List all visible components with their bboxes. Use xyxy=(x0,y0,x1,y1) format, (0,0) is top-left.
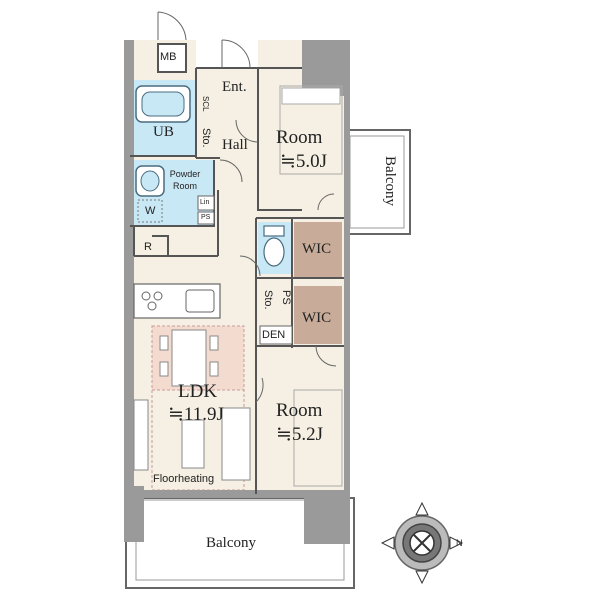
bed-north xyxy=(279,85,343,175)
wall-east-column-bottom xyxy=(304,490,350,544)
stove-burner-1 xyxy=(141,291,151,301)
wall-west xyxy=(124,40,134,500)
dining-table xyxy=(171,329,207,387)
compass-north-label: N xyxy=(456,538,463,548)
linen-label: Lin xyxy=(200,199,210,206)
storage-hall-label: Sto. xyxy=(200,128,212,148)
balcony-east-label: Balcony xyxy=(382,156,398,206)
washer-label: W xyxy=(145,205,156,217)
compass-rose xyxy=(380,501,464,585)
room-north-size: ≒5.0J xyxy=(280,151,328,172)
wall-south xyxy=(124,490,350,498)
room-north-name: Room xyxy=(276,127,323,148)
tv-board xyxy=(133,399,149,471)
corridor-top-fill xyxy=(196,40,258,68)
wic-upper-area xyxy=(294,222,342,278)
dining-chairs xyxy=(159,335,219,377)
den-box xyxy=(259,325,293,345)
door-swings xyxy=(157,11,337,403)
powder-room-label: Powder Room xyxy=(169,169,201,191)
ps-mid-label: PS xyxy=(280,290,292,305)
wall-west-column-bottom xyxy=(124,486,144,542)
kitchen-counter xyxy=(133,283,221,319)
wic-upper-label: WIC xyxy=(302,241,332,257)
bathtub-inner xyxy=(141,91,185,117)
refrigerator-label: R xyxy=(144,241,152,253)
bed-south xyxy=(293,389,343,487)
toilet-tank xyxy=(263,225,285,237)
low-table xyxy=(181,419,205,469)
stove-burner-3 xyxy=(147,301,157,311)
wall-east xyxy=(344,90,350,494)
stove-burner-2 xyxy=(153,291,163,301)
linen-box xyxy=(197,195,215,211)
balcony-south-label: Balcony xyxy=(206,535,256,551)
scl-label: SCL xyxy=(201,96,210,112)
washer-box xyxy=(137,199,163,223)
ldk-name: LDK xyxy=(178,381,218,402)
ps-small-box xyxy=(197,211,215,225)
hall-label: Hall xyxy=(222,137,248,153)
ldk-size: ≒11.9J xyxy=(168,404,224,425)
unit-bath-label: UB xyxy=(153,124,174,140)
toilet-bowl xyxy=(263,237,285,267)
entrance-label: Ent. xyxy=(222,79,247,95)
wic-lower-label: WIC xyxy=(302,310,332,326)
wic-lower-area xyxy=(294,286,342,344)
wash-basin-bowl xyxy=(140,170,160,192)
mb-label: MB xyxy=(160,51,177,63)
sofa xyxy=(221,407,251,481)
mb-fill xyxy=(158,44,186,72)
pillow-north xyxy=(281,87,341,105)
room-south-name: Room xyxy=(276,400,323,421)
ps-small-label: PS xyxy=(201,214,211,221)
floorheating-label: Floorheating xyxy=(153,473,215,485)
den-label: DEN xyxy=(262,329,286,341)
storage-mid-label: Sto. xyxy=(262,290,274,310)
room-south-size: ≒5.2J xyxy=(276,424,324,445)
balcony-east-area xyxy=(343,129,411,235)
kitchen-sink xyxy=(185,289,215,313)
